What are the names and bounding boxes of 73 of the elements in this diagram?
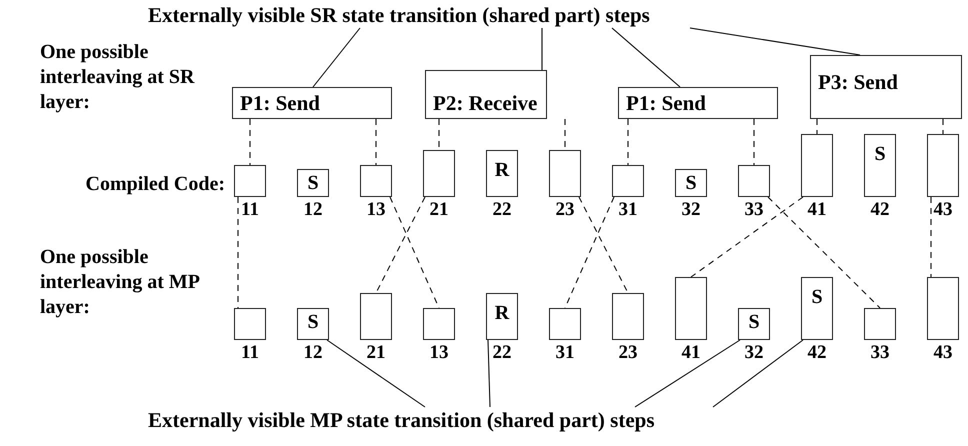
step-number: 12 xyxy=(302,343,324,363)
step-box: S xyxy=(801,277,833,340)
dashed-connector xyxy=(390,196,440,308)
step-box xyxy=(423,308,455,340)
step-number: 43 xyxy=(932,343,954,363)
step-box xyxy=(234,165,266,197)
step-box: R xyxy=(486,293,518,340)
leader-line xyxy=(612,28,680,88)
row-label: Compiled Code: xyxy=(84,172,225,197)
step-number: 33 xyxy=(870,343,890,363)
step-number: 33 xyxy=(744,200,764,220)
step-number: 11 xyxy=(240,200,260,220)
leader-line xyxy=(634,340,740,408)
step-number: 12 xyxy=(302,200,324,220)
step-box xyxy=(234,308,266,340)
process-box: P1: Send xyxy=(232,87,392,119)
step-box: R xyxy=(486,150,518,197)
dashed-connector xyxy=(768,196,880,308)
process-box: P1: Send xyxy=(618,87,778,119)
step-box xyxy=(675,277,707,340)
dashed-connector xyxy=(376,196,426,294)
step-box: S xyxy=(297,169,329,197)
dashed-connector xyxy=(690,196,804,278)
row-label: One possible interleaving at MP layer: xyxy=(40,245,200,320)
step-number: 31 xyxy=(554,343,576,363)
step-number: 23 xyxy=(618,343,638,363)
step-box: S xyxy=(738,308,770,340)
step-box xyxy=(549,150,581,197)
step-number: 13 xyxy=(366,200,386,220)
process-box: P2: Receive xyxy=(425,70,547,119)
step-box: S xyxy=(864,134,896,197)
step-number: 22 xyxy=(492,200,512,220)
step-number: 21 xyxy=(366,343,386,363)
callout-text: Externally visible MP state transition (shared part) steps xyxy=(148,407,655,433)
step-box: S xyxy=(675,169,707,197)
dashed-connector xyxy=(930,196,932,278)
leader-line xyxy=(312,28,360,88)
callout-text: Externally visible SR state transition (shared part) steps xyxy=(148,2,650,28)
step-box xyxy=(612,293,644,340)
leader-line xyxy=(326,340,426,408)
leader-line xyxy=(690,28,860,56)
step-box xyxy=(801,134,833,197)
step-number: 42 xyxy=(870,200,890,220)
step-number: 41 xyxy=(680,343,702,363)
step-box xyxy=(738,165,770,197)
step-box xyxy=(360,293,392,340)
step-number: 21 xyxy=(428,200,450,220)
step-number: 13 xyxy=(428,343,450,363)
dashed-connector xyxy=(942,118,944,134)
dashed-connector xyxy=(578,196,628,294)
process-box: P3: Send xyxy=(810,55,962,119)
step-number: 41 xyxy=(806,200,828,220)
step-box xyxy=(864,308,896,340)
step-number: 32 xyxy=(744,343,764,363)
step-box xyxy=(549,308,581,340)
step-box: S xyxy=(297,308,329,340)
step-box xyxy=(423,150,455,197)
step-box xyxy=(927,134,959,197)
step-number: 43 xyxy=(932,200,954,220)
step-number: 42 xyxy=(806,343,828,363)
dashed-connector xyxy=(564,196,614,308)
step-number: 23 xyxy=(554,200,576,220)
dashed-connector xyxy=(816,118,818,134)
leader-line xyxy=(488,340,490,408)
step-box xyxy=(612,165,644,197)
row-label: One possible interleaving at SR layer: xyxy=(40,40,196,115)
step-number: 31 xyxy=(618,200,638,220)
step-box xyxy=(927,277,959,340)
leader-line xyxy=(712,340,804,408)
step-number: 32 xyxy=(680,200,702,220)
step-number: 22 xyxy=(492,343,512,363)
step-number: 11 xyxy=(240,343,260,363)
step-box xyxy=(360,165,392,197)
